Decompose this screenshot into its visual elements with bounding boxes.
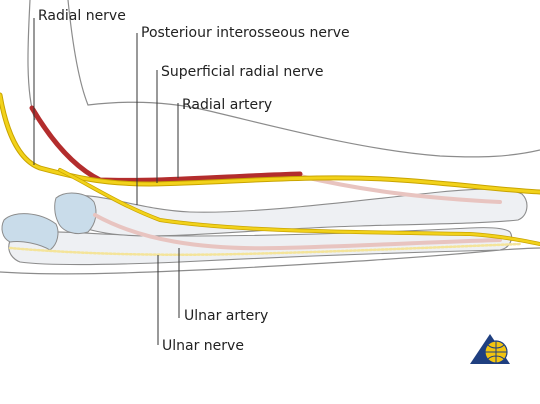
radial-nerve-vessel-fill [0, 93, 540, 194]
radial-artery-vessel [29, 105, 303, 183]
label-posterior-interosseous-nerve: Posteriour interosseous nerve [141, 25, 350, 41]
globe-triangle-logo [470, 334, 510, 364]
radial-head-cartilage [54, 192, 97, 235]
label-radial-nerve: Radial nerve [38, 8, 126, 24]
radial-artery-deep-vessel [298, 174, 502, 204]
label-radial-artery: Radial artery [182, 97, 273, 113]
ulnar-artery-vessel [93, 213, 502, 251]
ulnar-nerve-vessel [8, 242, 522, 256]
posterior-interosseous-nerve-vessel-fill [58, 168, 540, 246]
label-ulnar-nerve: Ulnar nerve [162, 338, 244, 354]
forearm-skin-lower-outline [0, 247, 540, 275]
label-ulnar-artery: Ulnar artery [184, 308, 269, 324]
forearm-skin-outline [67, 0, 540, 158]
label-superficial-radial-nerve: Superficial radial nerve [161, 64, 324, 80]
